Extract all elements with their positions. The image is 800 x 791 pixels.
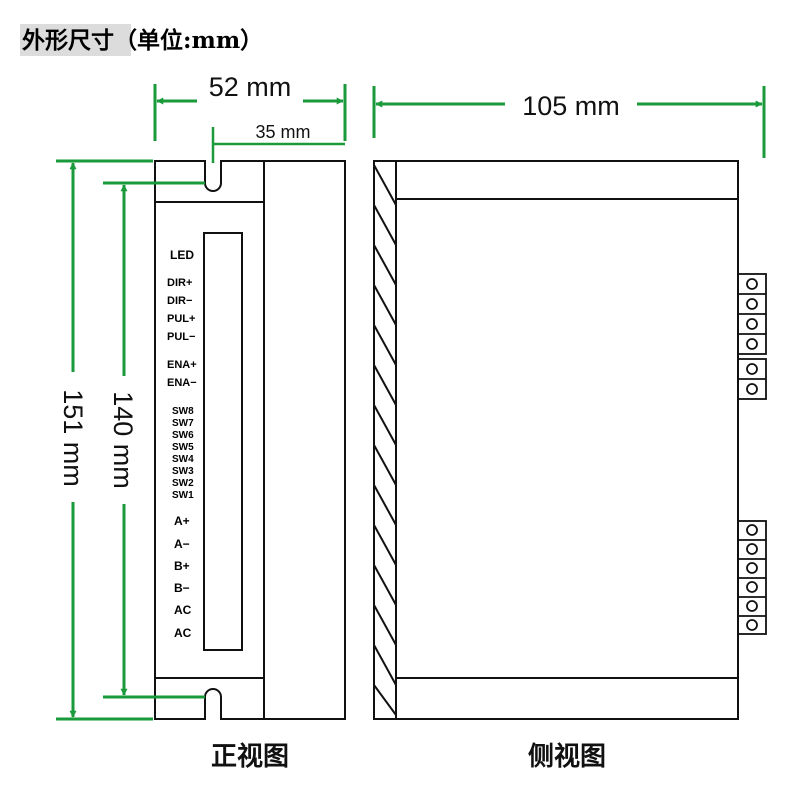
front-view — [154, 160, 346, 720]
front-labels: LED DIR+ DIR− PUL+ PUL− ENA+ ENA− SW8 SW… — [167, 248, 197, 640]
dim-105-label: 105 mm — [522, 91, 620, 121]
dim-35-label: 35 mm — [255, 122, 310, 142]
label-sw2: SW2 — [172, 478, 194, 489]
connector-middle — [737, 358, 767, 400]
label-b-minus: B− — [174, 581, 190, 595]
label-ena-minus: ENA− — [167, 377, 197, 389]
label-dir-minus: DIR− — [167, 295, 192, 307]
label-sw1: SW1 — [172, 490, 194, 501]
heatsink-fins — [373, 164, 397, 716]
label-pul-minus: PUL− — [167, 331, 195, 343]
label-ac-1: AC — [174, 603, 192, 617]
front-outline — [154, 160, 346, 720]
label-sw5: SW5 — [172, 442, 194, 453]
label-a-minus: A− — [174, 537, 190, 551]
title-highlight — [20, 24, 131, 56]
label-a-plus: A+ — [174, 514, 190, 528]
label-sw4: SW4 — [172, 454, 194, 465]
terminal-window — [203, 232, 243, 651]
dimension-lines — [56, 84, 766, 721]
label-b-plus: B+ — [174, 559, 190, 573]
side-outline — [373, 160, 739, 720]
label-sw8: SW8 — [172, 406, 194, 417]
label-pul-plus: PUL+ — [167, 313, 195, 325]
connector-lower — [737, 520, 767, 635]
label-led: LED — [170, 248, 194, 262]
label-sw3: SW3 — [172, 466, 194, 477]
label-dir-plus: DIR+ — [167, 277, 192, 289]
label-ena-plus: ENA+ — [167, 359, 197, 371]
dimension-labels: 52 mm 35 mm 105 mm 151 mm 140 mm — [58, 72, 620, 489]
connector-upper — [737, 273, 767, 355]
label-sw7: SW7 — [172, 418, 194, 429]
dim-52-label: 52 mm — [209, 72, 292, 102]
label-sw6: SW6 — [172, 430, 194, 441]
page-title: 外形尺寸（单位:mm） — [22, 27, 264, 54]
caption-front-view: 正视图 — [211, 742, 289, 772]
dim-140-label: 140 mm — [108, 391, 138, 489]
dim-151-label: 151 mm — [58, 389, 88, 487]
side-view — [373, 160, 767, 720]
caption-side-view: 侧视图 — [528, 742, 606, 772]
label-ac-2: AC — [174, 626, 192, 640]
